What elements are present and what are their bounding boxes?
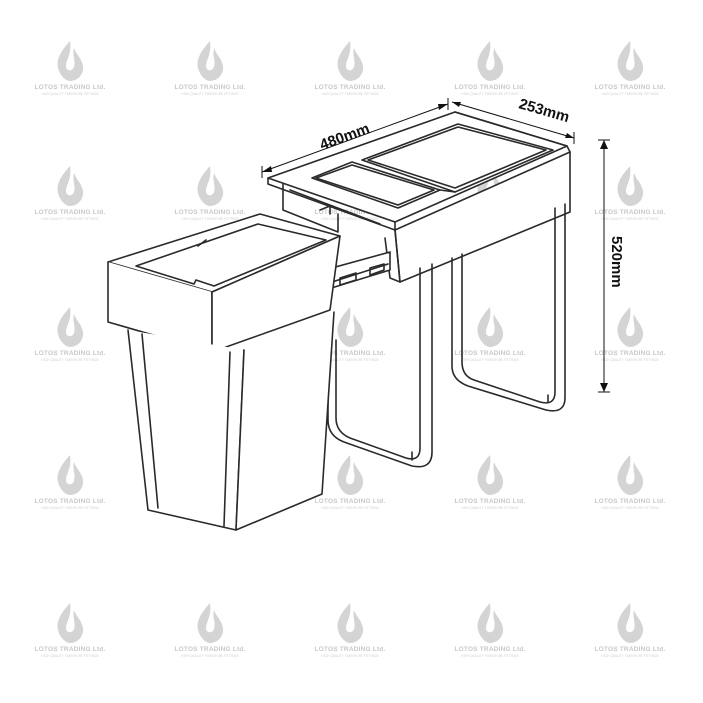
watermark-tagline: HIGH QUALITY FURNITURE FITTINGS bbox=[41, 217, 99, 221]
watermark-tagline: HIGH QUALITY FURNITURE FITTINGS bbox=[41, 92, 99, 96]
watermark-tagline: HIGH QUALITY FURNITURE FITTINGS bbox=[461, 654, 519, 658]
flame-logo-icon bbox=[477, 603, 504, 643]
watermark-tagline: HIGH QUALITY FURNITURE FITTINGS bbox=[181, 92, 239, 96]
watermark-brand: LOTOS TRADING Ltd. bbox=[454, 646, 526, 653]
dimension-height-label: 520mm bbox=[608, 236, 625, 288]
watermark-logo: LOTOS TRADING Ltd.HIGH QUALITY FURNITURE… bbox=[30, 306, 110, 376]
watermark-brand: LOTOS TRADING Ltd. bbox=[174, 646, 246, 653]
watermark-tagline: HIGH QUALITY FURNITURE FITTINGS bbox=[321, 506, 379, 510]
dimension-width-label: 253mm bbox=[517, 96, 571, 127]
watermark-logo: LOTOS TRADING Ltd.HIGH QUALITY FURNITURE… bbox=[450, 306, 530, 376]
watermark-brand: LOTOS TRADING Ltd. bbox=[454, 350, 526, 357]
watermark-brand: LOTOS TRADING Ltd. bbox=[314, 498, 386, 505]
flame-logo-icon bbox=[57, 455, 84, 495]
frame-clip bbox=[319, 205, 331, 215]
watermark-brand: LOTOS TRADING Ltd. bbox=[594, 209, 666, 216]
flame-logo-icon bbox=[617, 603, 644, 643]
watermark-logo: LOTOS TRADING Ltd.HIGH QUALITY FURNITURE… bbox=[170, 602, 250, 672]
watermark-brand: LOTOS TRADING Ltd. bbox=[34, 84, 106, 91]
watermark-logo: LOTOS TRADING Ltd.HIGH QUALITY FURNITURE… bbox=[310, 40, 390, 110]
watermark-logo: LOTOS TRADING Ltd.HIGH QUALITY FURNITURE… bbox=[170, 165, 250, 235]
watermark-brand: LOTOS TRADING Ltd. bbox=[174, 84, 246, 91]
flame-logo-icon bbox=[197, 41, 224, 81]
watermark-brand: LOTOS TRADING Ltd. bbox=[314, 84, 386, 91]
watermark-logo: LOTOS TRADING Ltd.HIGH QUALITY FURNITURE… bbox=[310, 306, 390, 376]
watermark-tagline: HIGH QUALITY FURNITURE FITTINGS bbox=[321, 654, 379, 658]
flame-logo-icon bbox=[197, 166, 224, 206]
watermark-tagline: HIGH QUALITY FURNITURE FITTINGS bbox=[181, 654, 239, 658]
watermark-brand: LOTOS TRADING Ltd. bbox=[594, 646, 666, 653]
watermark-logo: LOTOS TRADING Ltd.HIGH QUALITY FURNITURE… bbox=[30, 454, 110, 524]
flame-logo-icon bbox=[617, 41, 644, 81]
watermark-tagline: HIGH QUALITY FURNITURE FITTINGS bbox=[601, 506, 659, 510]
flame-logo-icon bbox=[197, 603, 224, 643]
flame-logo-icon bbox=[617, 166, 644, 206]
flame-logo-icon bbox=[337, 455, 364, 495]
flame-logo-icon bbox=[477, 41, 504, 81]
flame-logo-icon bbox=[57, 41, 84, 81]
watermark-logo: LOTOS TRADING Ltd.HIGH QUALITY FURNITURE… bbox=[450, 40, 530, 110]
watermark-tagline: HIGH QUALITY FURNITURE FITTINGS bbox=[321, 92, 379, 96]
watermark-logo: LOTOS TRADING Ltd.HIGH QUALITY FURNITURE… bbox=[450, 602, 530, 672]
flame-logo-icon bbox=[617, 307, 644, 347]
flame-logo-icon bbox=[477, 455, 504, 495]
watermark-brand: LOTOS TRADING Ltd. bbox=[174, 209, 246, 216]
flame-logo-icon bbox=[57, 307, 84, 347]
frame-body bbox=[282, 151, 571, 283]
watermark-brand: LOTOS TRADING Ltd. bbox=[454, 84, 526, 91]
flame-logo-icon bbox=[477, 307, 504, 347]
watermark-tagline: HIGH QUALITY FURNITURE FITTINGS bbox=[461, 358, 519, 362]
watermark-logo: LOTOS TRADING Ltd.HIGH QUALITY FURNITURE… bbox=[30, 165, 110, 235]
watermark-logo: LOTOS TRADING Ltd.HIGH QUALITY FURNITURE… bbox=[590, 454, 670, 524]
watermark-tagline: HIGH QUALITY FURNITURE FITTINGS bbox=[41, 358, 99, 362]
watermark-logo: LOTOS TRADING Ltd.HIGH QUALITY FURNITURE… bbox=[590, 602, 670, 672]
watermark-tagline: HIGH QUALITY FURNITURE FITTINGS bbox=[181, 217, 239, 221]
watermark-tagline: HIGH QUALITY FURNITURE FITTINGS bbox=[601, 654, 659, 658]
watermark-logo: LOTOS TRADING Ltd.HIGH QUALITY FURNITURE… bbox=[30, 602, 110, 672]
watermark-logo: LOTOS TRADING Ltd.HIGH QUALITY FURNITURE… bbox=[590, 165, 670, 235]
watermark-tagline: HIGH QUALITY FURNITURE FITTINGS bbox=[321, 358, 379, 362]
watermark-brand: LOTOS TRADING Ltd. bbox=[594, 84, 666, 91]
watermark-brand: LOTOS TRADING Ltd. bbox=[34, 209, 106, 216]
watermark-tagline: HIGH QUALITY FURNITURE FITTINGS bbox=[601, 92, 659, 96]
frame-top-tray bbox=[267, 111, 571, 231]
watermark-tagline: HIGH QUALITY FURNITURE FITTINGS bbox=[461, 506, 519, 510]
frame-legs bbox=[327, 203, 566, 468]
flame-logo-icon bbox=[57, 166, 84, 206]
watermark-brand: LOTOS TRADING Ltd. bbox=[314, 350, 386, 357]
watermark-brand: LOTOS TRADING Ltd. bbox=[314, 646, 386, 653]
watermark-logo: LOTOS TRADING Ltd.HIGH QUALITY FURNITURE… bbox=[590, 306, 670, 376]
watermark-tagline: HIGH QUALITY FURNITURE FITTINGS bbox=[601, 358, 659, 362]
watermark-brand: LOTOS TRADING Ltd. bbox=[454, 498, 526, 505]
watermark-tagline: HIGH QUALITY FURNITURE FITTINGS bbox=[321, 217, 379, 221]
watermark-tagline: HIGH QUALITY FURNITURE FITTINGS bbox=[601, 217, 659, 221]
watermark-brand: LOTOS TRADING Ltd. bbox=[594, 350, 666, 357]
watermark-logo: LOTOS TRADING Ltd.HIGH QUALITY FURNITURE… bbox=[170, 40, 250, 110]
watermark-logo: LOTOS TRADING Ltd.HIGH QUALITY FURNITURE… bbox=[450, 454, 530, 524]
watermark-brand: LOTOS TRADING Ltd. bbox=[34, 646, 106, 653]
flame-logo-icon bbox=[337, 41, 364, 81]
watermark-logo: LOTOS TRADING Ltd.HIGH QUALITY FURNITURE… bbox=[310, 454, 390, 524]
watermark-brand: LOTOS TRADING Ltd. bbox=[594, 498, 666, 505]
flame-logo-icon bbox=[337, 307, 364, 347]
watermark-brand: LOTOS TRADING Ltd. bbox=[34, 498, 106, 505]
watermark-logo: LOTOS TRADING Ltd.HIGH QUALITY FURNITURE… bbox=[590, 40, 670, 110]
flame-logo-icon bbox=[57, 603, 84, 643]
watermark-logo: LOTOS TRADING Ltd.HIGH QUALITY FURNITURE… bbox=[30, 40, 110, 110]
watermark-tagline: HIGH QUALITY FURNITURE FITTINGS bbox=[41, 506, 99, 510]
flame-logo-icon bbox=[337, 603, 364, 643]
watermark-logo: LOTOS TRADING Ltd.HIGH QUALITY FURNITURE… bbox=[310, 602, 390, 672]
watermark-tagline: HIGH QUALITY FURNITURE FITTINGS bbox=[461, 92, 519, 96]
watermark-tagline: HIGH QUALITY FURNITURE FITTINGS bbox=[41, 654, 99, 658]
bucket-body bbox=[107, 235, 341, 531]
flame-logo-icon bbox=[617, 455, 644, 495]
watermark-brand: LOTOS TRADING Ltd. bbox=[34, 350, 106, 357]
